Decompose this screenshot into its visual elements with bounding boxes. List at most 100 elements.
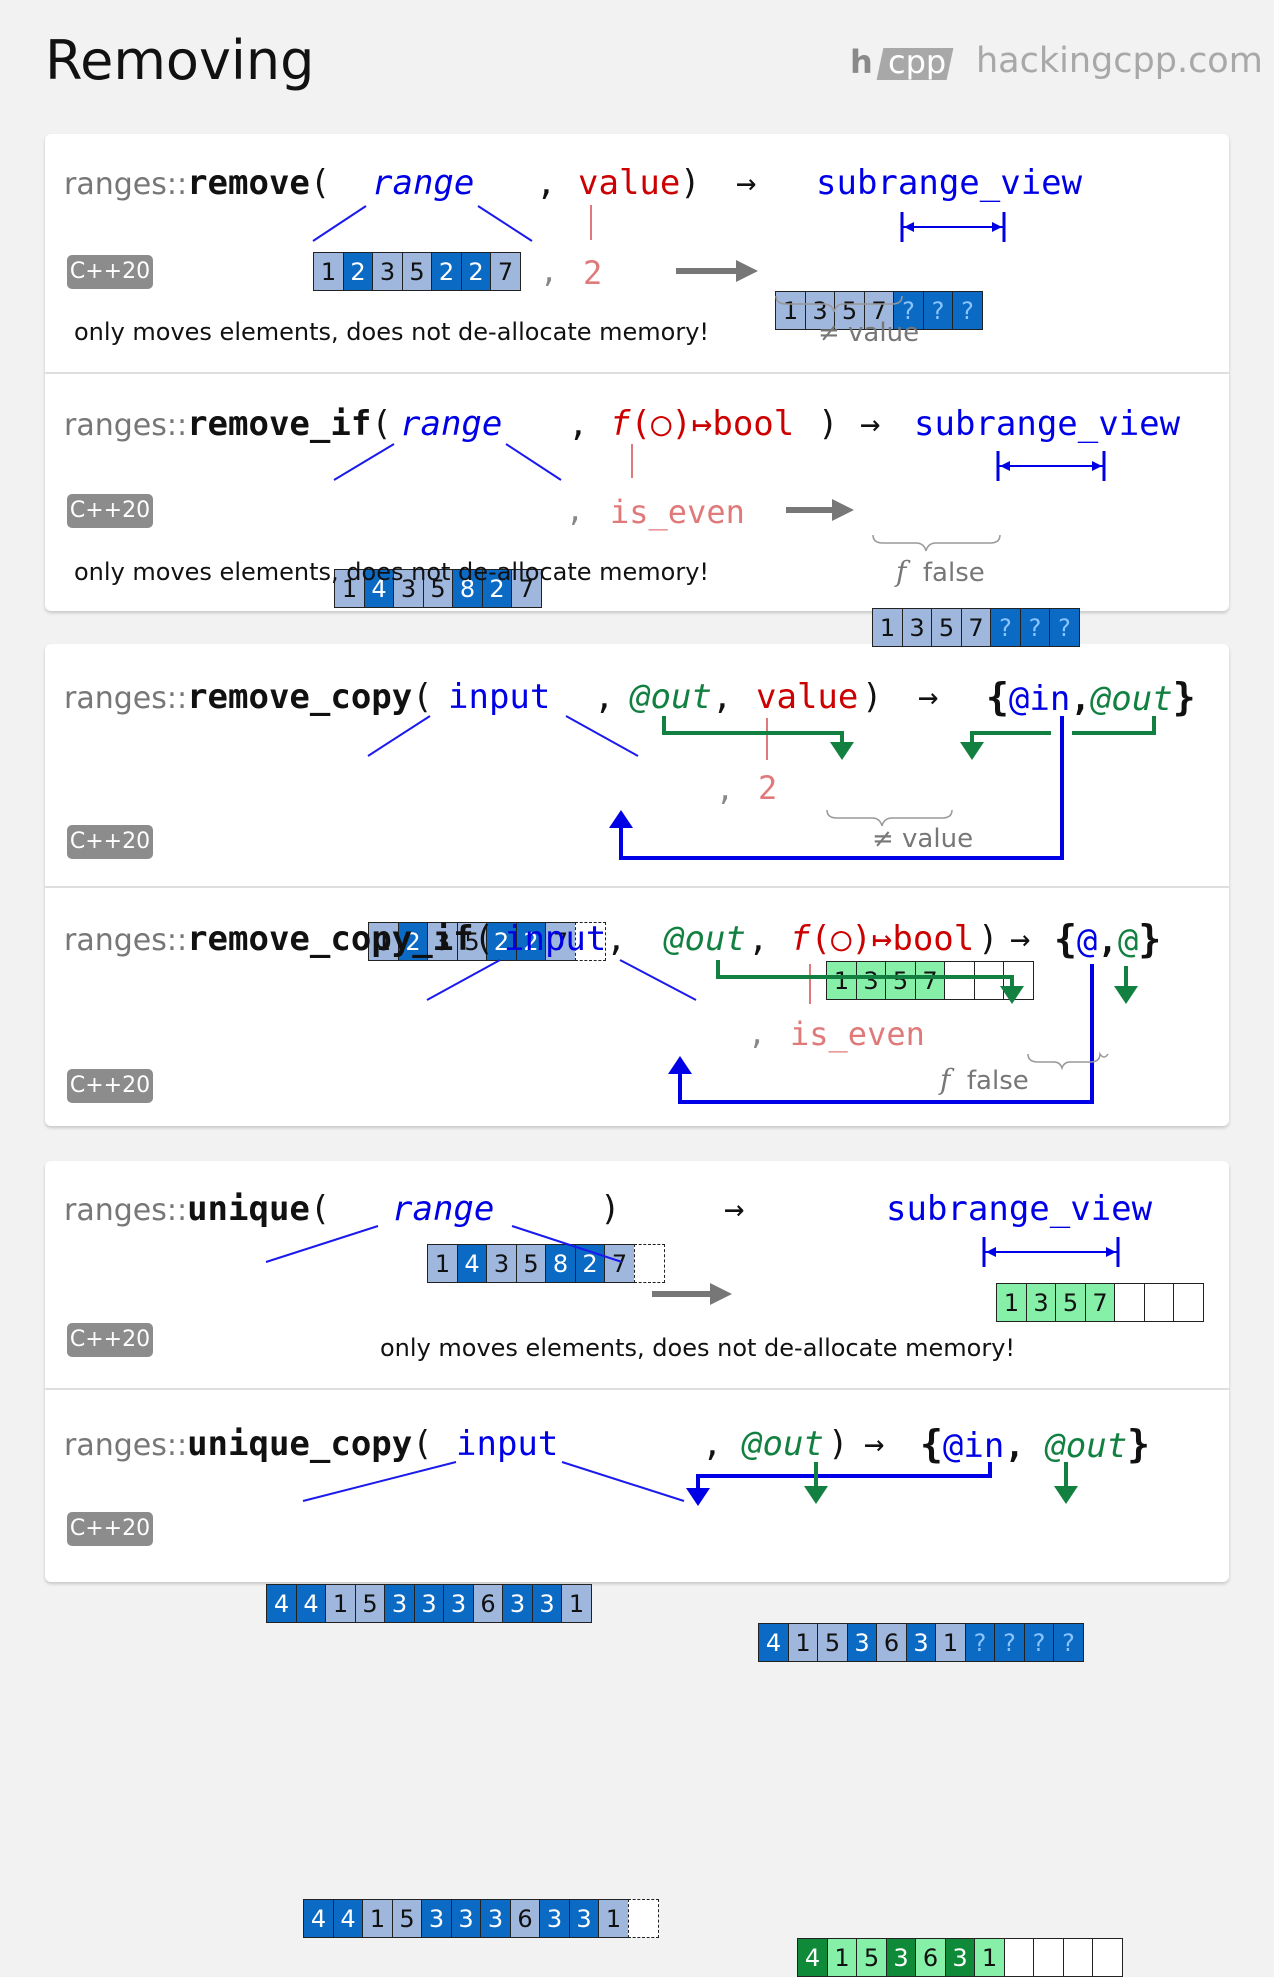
return-arrow: → (918, 677, 939, 717)
array-cell: 7 (914, 961, 946, 1000)
function-name: remove (187, 163, 310, 203)
array-cell: 6 (915, 1938, 946, 1977)
return-type: subrange_view (816, 163, 1083, 203)
array-cell: 3 (393, 569, 424, 608)
array-cell: 5 (354, 1584, 386, 1623)
return-arrow: → (864, 1424, 885, 1464)
param-range: range (392, 1189, 495, 1229)
array-cell: 4 (332, 1899, 364, 1938)
arg-comma: , (566, 494, 585, 529)
array-cell: ? (952, 291, 983, 330)
array-cell: 2 (486, 922, 517, 961)
array-cell: 3 (450, 1899, 482, 1938)
array-cell: 2 (460, 252, 492, 291)
namespace: ranges:: (64, 923, 188, 958)
namespace: ranges:: (64, 681, 188, 716)
param-range: range (372, 163, 475, 203)
array-cell: 4 (303, 1899, 334, 1938)
array-cell: 3 (413, 1584, 445, 1623)
array-cell: 1 (872, 608, 903, 647)
array-cell (574, 922, 606, 961)
divider-remove (45, 372, 1229, 374)
brace-label: f false (896, 555, 985, 588)
param-input: input (456, 1424, 559, 1464)
array-cell: 3 (443, 1584, 474, 1623)
param-comma: , (568, 404, 589, 444)
array-cell: 1 (826, 1938, 858, 1977)
array-cell: 1 (561, 1584, 592, 1623)
array-cell (1092, 1938, 1123, 1977)
array-cell (1003, 1938, 1035, 1977)
param-range: range (400, 404, 503, 444)
close-paren: ) (862, 677, 883, 717)
cpp20-badge: C++20 (67, 1323, 153, 1357)
brace-label: f false (940, 1063, 1029, 1096)
array-cell: 3 (531, 1584, 563, 1623)
array-cell: 5 (1055, 1283, 1086, 1322)
param-out: @out (742, 1424, 824, 1464)
array-cell: 3 (502, 1584, 533, 1623)
array-cell (1143, 1283, 1175, 1322)
array-cell: 5 (391, 1899, 423, 1938)
function-name: unique_copy (187, 1424, 413, 1464)
array-cell: 7 (604, 1244, 635, 1283)
arg-comma: , (716, 773, 735, 808)
remove-signature: ranges::remove( (64, 163, 331, 203)
return-pair: {@,@} (1054, 917, 1162, 961)
array-cell: 4 (266, 1584, 297, 1623)
array-cell (1003, 961, 1034, 1000)
logo-h: h (850, 43, 873, 81)
close-paren: ) (828, 1424, 849, 1464)
brace-label: ≠ value (818, 318, 920, 348)
array-cell: 6 (509, 1899, 541, 1938)
array-cell: ? (1019, 608, 1051, 647)
param-comma: , (748, 919, 769, 959)
array-cell (633, 1244, 665, 1283)
return-arrow: → (1010, 919, 1031, 959)
array-cell (1033, 1938, 1064, 1977)
array-cell: 3 (944, 1938, 976, 1977)
array-cell: 1 (974, 1938, 1005, 1977)
param-predicate: f(○)↦bool (610, 404, 795, 444)
array-cell (627, 1899, 659, 1938)
param-comma: , (536, 163, 557, 203)
array-cell: 1 (313, 252, 344, 291)
close-paren: ) (818, 404, 839, 444)
return-type: subrange_view (914, 404, 1181, 444)
array-cell: 1 (826, 961, 857, 1000)
divider-remove-copy (45, 886, 1229, 888)
param-comma: , (594, 677, 615, 717)
param-input: input (448, 677, 551, 717)
array-cell: 3 (384, 1584, 415, 1623)
array-cell: 1 (598, 1899, 629, 1938)
array-cell: ? (990, 608, 1021, 647)
unique-copy-signature: ranges::unique_copy( (64, 1424, 433, 1464)
param-value: value (578, 163, 681, 203)
arg-comma: , (540, 255, 559, 290)
array-cell (1062, 1938, 1094, 1977)
function-name: remove_copy_if (187, 919, 474, 959)
array-cell (944, 961, 975, 1000)
arg-value: 2 (758, 769, 778, 807)
array-cell: 1 (368, 922, 399, 961)
close-paren: ) (600, 1189, 621, 1229)
array-cell: 1 (362, 1899, 393, 1938)
param-out: @out (630, 677, 712, 717)
array-cell: 4 (295, 1584, 327, 1623)
return-arrow: → (724, 1189, 745, 1229)
cpp20-badge: C++20 (67, 494, 153, 528)
panel-unique (45, 1161, 1229, 1582)
namespace: ranges:: (64, 1193, 188, 1228)
cpp20-badge: C++20 (67, 255, 153, 289)
array-cell: 1 (996, 1283, 1027, 1322)
array-cell: 8 (545, 1244, 576, 1283)
array-cell: 3 (855, 961, 887, 1000)
note: only moves elements, does not de-allocat… (74, 318, 710, 346)
param-value: value (756, 677, 859, 717)
array-cell (973, 961, 1005, 1000)
